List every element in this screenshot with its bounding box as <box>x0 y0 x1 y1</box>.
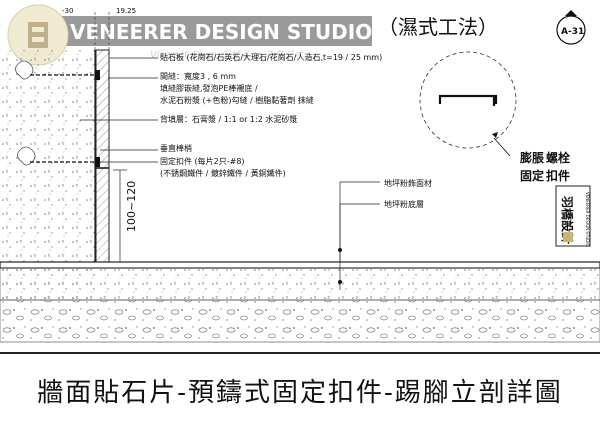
height-dimension: 100~120 <box>125 181 138 232</box>
wall-break-mark <box>15 60 34 80</box>
note-clip: 固定扣件 (每片2只-#8) <box>160 156 245 166</box>
dim-19-25: 19.25 <box>116 7 136 15</box>
concrete-wall <box>0 50 95 300</box>
dim-minus-30: -30 <box>62 7 73 15</box>
gravel-base <box>0 299 600 343</box>
detail-label-1b: 螺栓 <box>546 150 570 165</box>
sheet-number-badge: A-31 <box>556 10 586 45</box>
note-dowel: 垂直棒梢 <box>160 143 192 153</box>
note-floor-finish: 地坪粉飾面材 <box>384 178 432 188</box>
clip-detail-callout <box>419 51 517 157</box>
wall-break-mark <box>17 146 36 166</box>
floor-finish-layer <box>0 261 600 269</box>
stone-veneer-panel <box>95 49 110 263</box>
sheet-number: A-31 <box>561 27 584 37</box>
fixing-clip <box>30 70 100 80</box>
detail-label-2b: 扣件 <box>546 168 570 183</box>
floor-screed-layer <box>0 267 600 301</box>
studio-subtitle: Vincent Chen デザイン スタジオ <box>150 49 304 61</box>
title-block: 牆面貼石片-預鑄式固定扣件-踢腳立剖詳圖 <box>0 352 600 427</box>
note-joint-width: 間縫：寬度3 , 6 mm <box>160 71 236 81</box>
stamp-sub: VENEERER DESIGN STUDIO <box>585 192 590 247</box>
note-floor-base: 地坪粉底層 <box>384 199 424 209</box>
fixing-clip <box>30 157 100 167</box>
detail-label-1: 膨脹 <box>519 150 544 165</box>
studio-banner <box>62 16 372 46</box>
detail-label-2: 固定 <box>520 168 544 183</box>
note-backfill: 背填層：石膏漿 / 1:1 or 1:2 水泥砂漿 <box>160 114 297 124</box>
note-joint-grout: 水泥石粉漿 (+色粉)勾縫 / 樹脂黏著劑 抹縫 <box>160 95 314 105</box>
note-veneer: 貼石板 (花崗石/石英石/大理石/花崗石/人造石,t=19 / 25 mm) <box>160 52 382 62</box>
note-joint-fill: 填縫膠嵌縫,發泡PE棒襯底 / <box>160 83 258 93</box>
method-title: （濕式工法） <box>378 15 498 39</box>
studio-name: VENEERER DESIGN STUDIO. <box>70 20 379 44</box>
note-clip-material: (不銹鋼鐵件 / 鍍鋅鐵件 / 黃銅鐵件) <box>160 168 286 178</box>
studio-stamp: 羽橋設計 VENEERER DESIGN STUDIO <box>555 185 591 247</box>
drawing-title: 牆面貼石片-預鑄式固定扣件-踢腳立剖詳圖 <box>37 378 563 408</box>
